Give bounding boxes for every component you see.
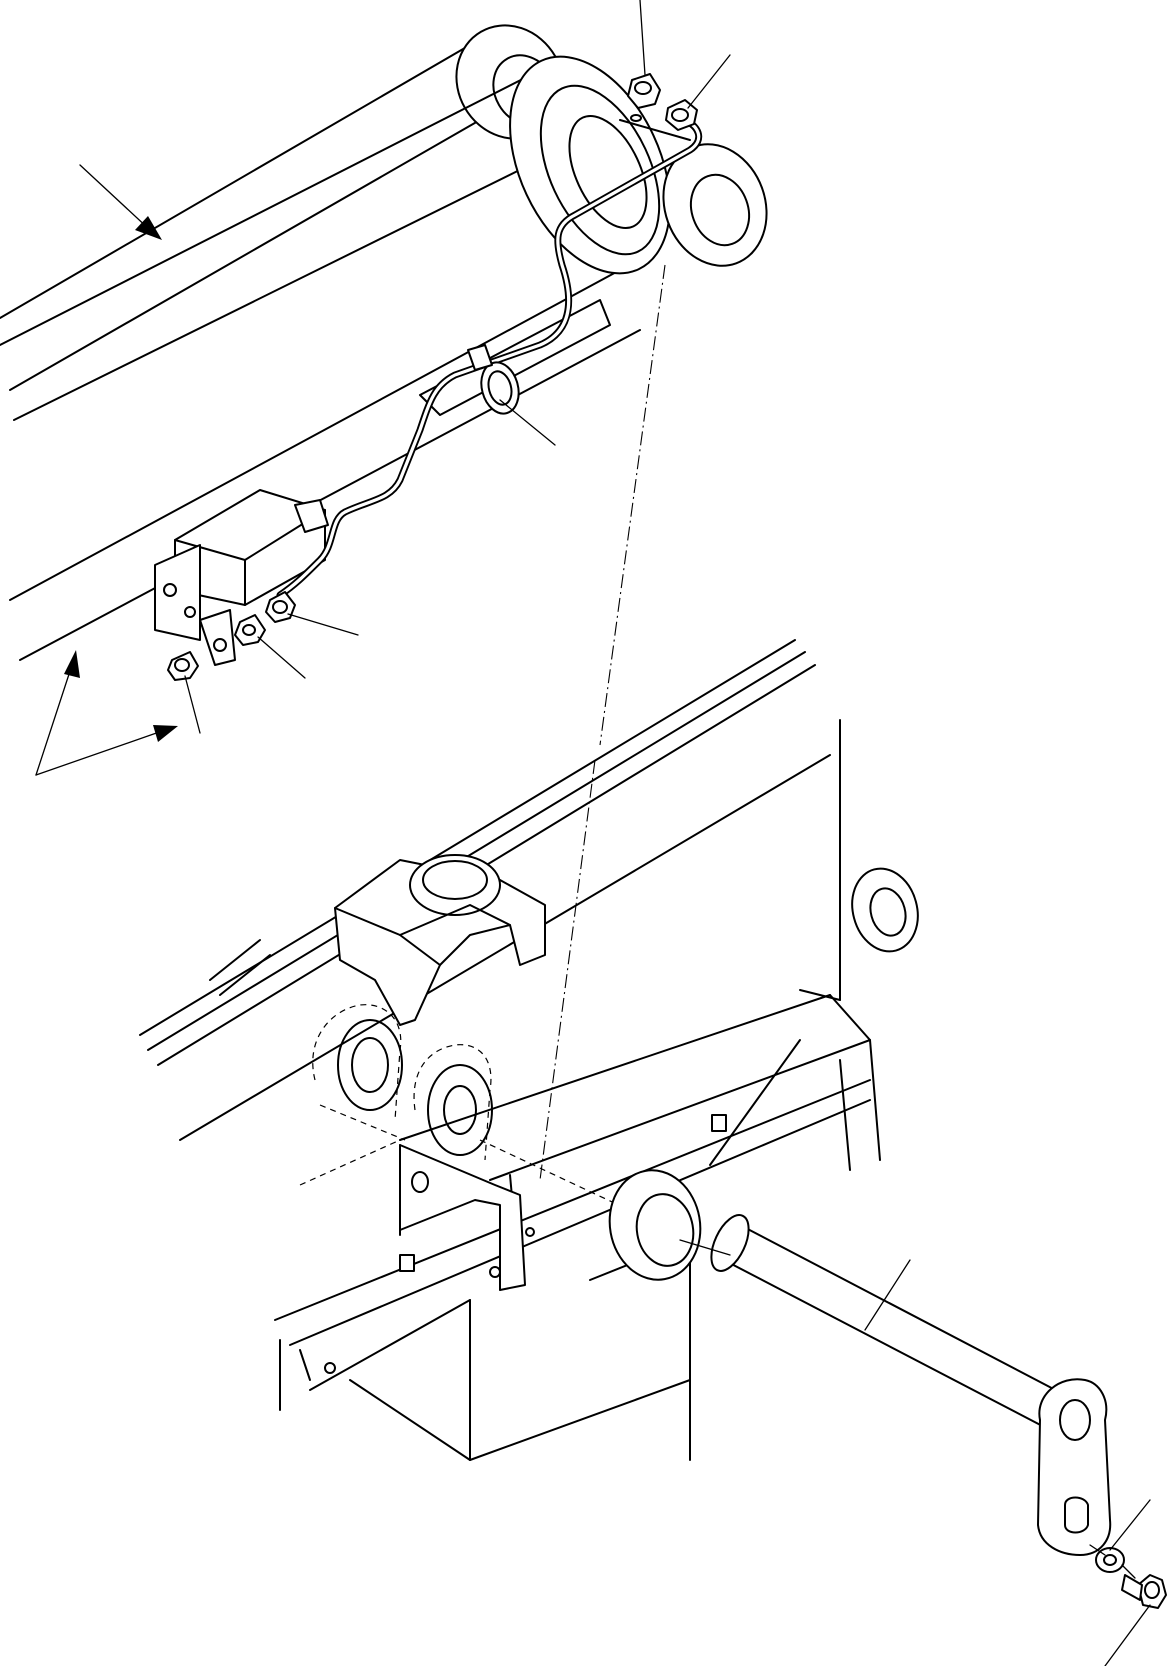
lower-bracket [399, 1144, 526, 1291]
leader-line-bolt [1104, 1604, 1151, 1667]
mounting-pin [710, 1214, 1112, 1556]
leader-line-adapter [257, 636, 306, 679]
leader-line-pin [864, 1259, 911, 1331]
arrow-cylinder [79, 164, 162, 240]
leader-lines [184, 0, 1151, 1667]
leader-line-nut-lower [287, 613, 359, 636]
leader-line-fitting [639, 0, 646, 76]
frame-structure [139, 639, 919, 1461]
tube-nut-upper [665, 99, 698, 131]
leader-line-nipple [184, 675, 201, 734]
bolt [1121, 1574, 1167, 1609]
hydraulic-cylinder [0, 24, 768, 666]
tube-nut-lower [265, 591, 296, 623]
grease-tube [276, 114, 703, 599]
leader-line-washer [1109, 1499, 1151, 1551]
leader-line-clamp [499, 399, 556, 446]
leader-line-tube-nut [687, 54, 731, 109]
direction-arrows [35, 164, 178, 776]
grease-fitting-upper [627, 73, 661, 122]
frame-pin-boss [608, 1169, 702, 1281]
arrow-fitting-right [35, 725, 178, 776]
arrow-fitting-left [35, 650, 80, 776]
pin-boss-bracket [334, 854, 546, 1026]
adapter-fitting [234, 614, 266, 646]
alignment-lines [539, 264, 1136, 1579]
grease-nipple [167, 651, 199, 681]
